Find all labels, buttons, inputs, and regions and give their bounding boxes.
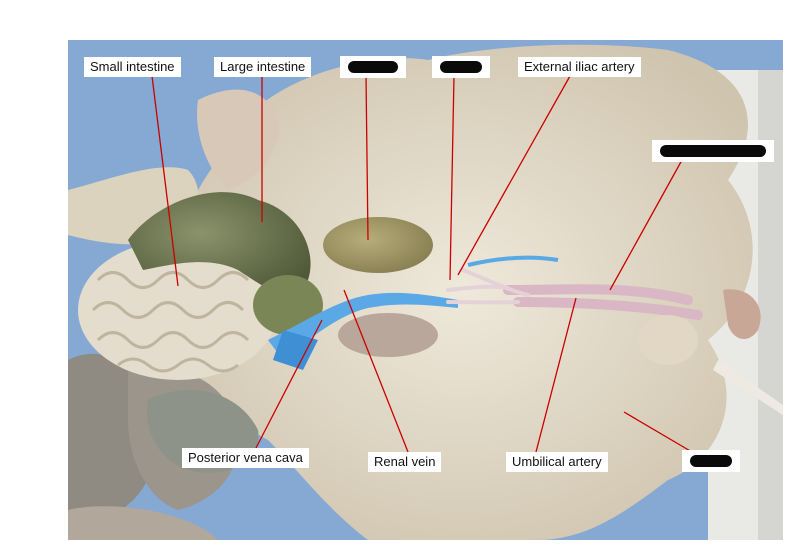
label-large-intestine: Large intestine [214, 57, 312, 77]
small-intestine [78, 240, 278, 380]
label-renal-vein: Renal vein [368, 452, 442, 472]
redacted-label-2 [432, 56, 490, 78]
label-external-iliac-artery: External iliac artery [518, 57, 641, 77]
kidney-lower [338, 313, 438, 357]
label-posterior-vena-cava: Posterior vena cava [182, 448, 309, 468]
label-small-intestine: Small intestine [84, 57, 181, 77]
redacted-label-1 [340, 56, 406, 78]
kidney-upper [323, 217, 433, 273]
redacted-label-3 [652, 140, 774, 162]
probe [713, 360, 783, 415]
redacted-label-4 [682, 450, 740, 472]
label-umbilical-artery: Umbilical artery [506, 452, 608, 472]
